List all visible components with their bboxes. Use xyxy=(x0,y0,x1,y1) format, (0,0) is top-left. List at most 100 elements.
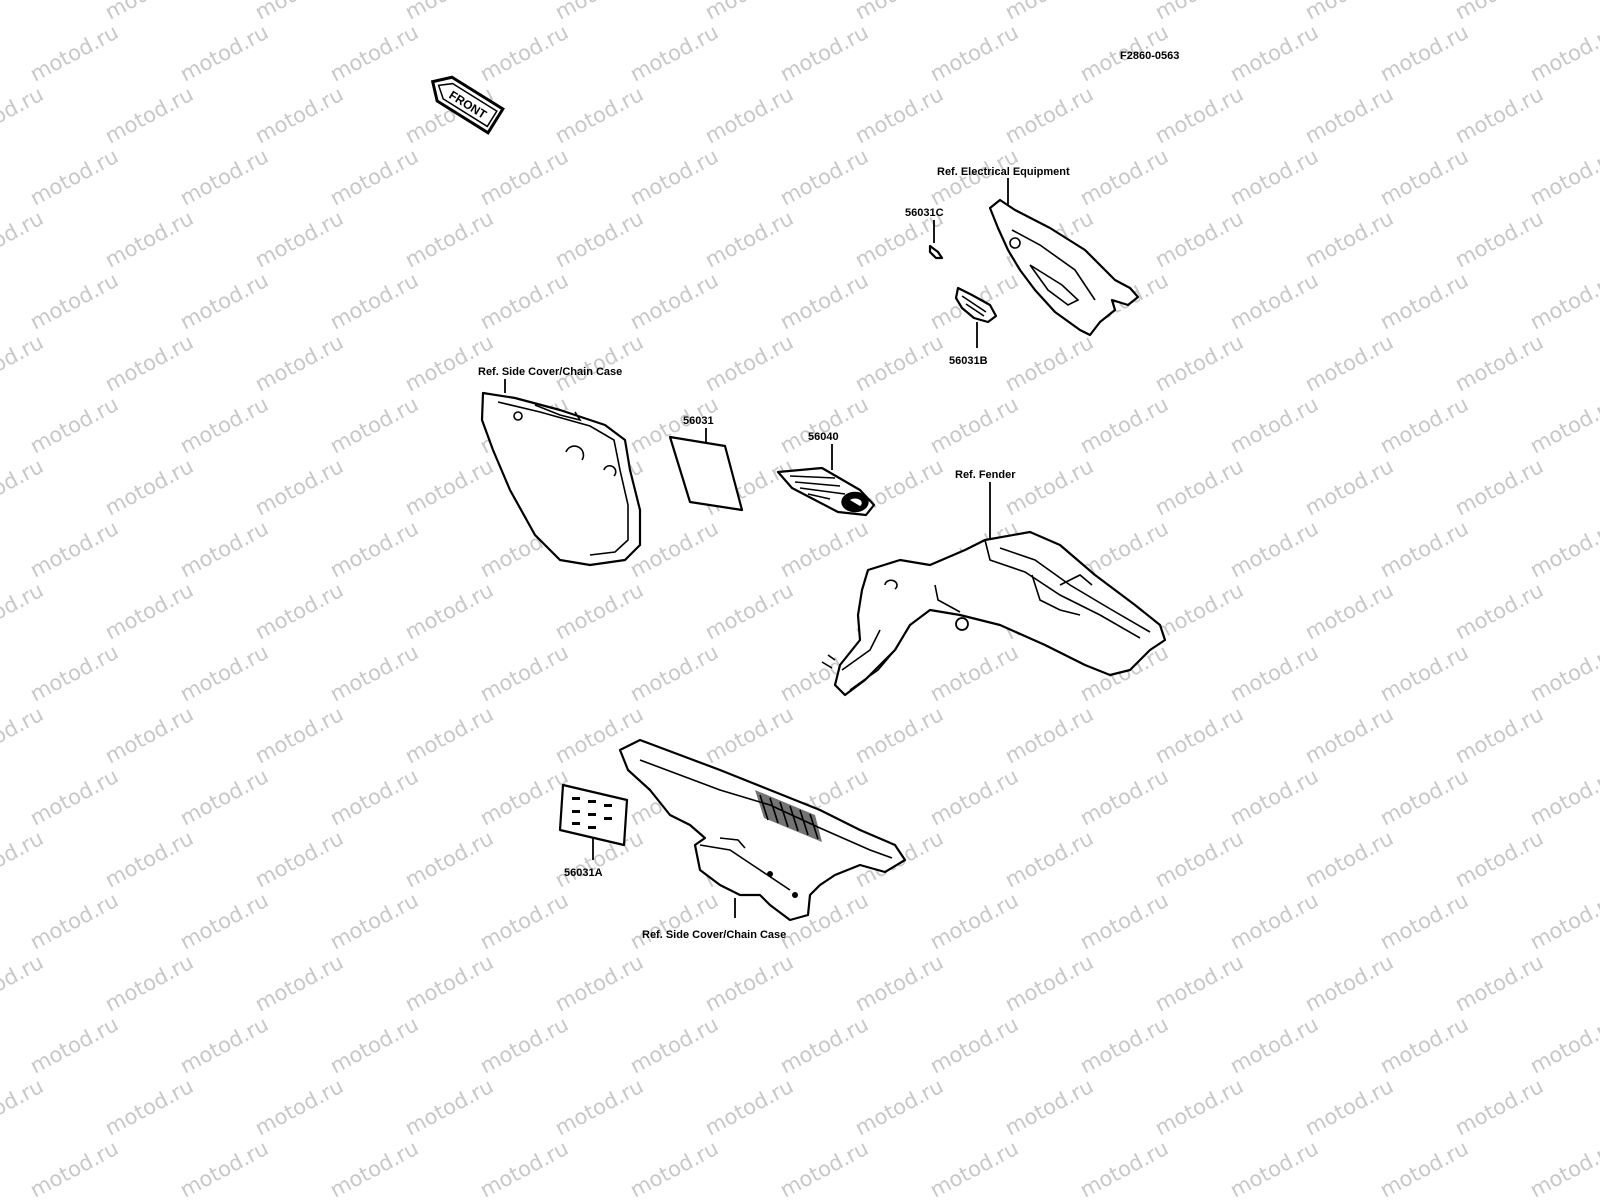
watermark-text: motod.ru xyxy=(0,950,47,1016)
watermark-text: motod.ru xyxy=(1076,764,1172,830)
watermark-text: motod.ru xyxy=(701,702,797,768)
watermark-text: motod.ru xyxy=(0,578,47,644)
watermark-text: motod.ru xyxy=(1451,702,1547,768)
watermark-text: motod.ru xyxy=(851,330,947,396)
watermark-text: motod.ru xyxy=(1376,516,1472,582)
label-56031b: 56031B xyxy=(949,355,988,367)
watermark-text: motod.ru xyxy=(326,268,422,334)
label-ref-fender: Ref. Fender xyxy=(955,469,1016,481)
watermark-text: motod.ru xyxy=(1376,20,1472,86)
watermark-text: motod.ru xyxy=(26,20,122,86)
watermark-text: motod.ru xyxy=(1526,1136,1600,1200)
watermark-text: motod.ru xyxy=(476,268,572,334)
watermark-text: motod.ru xyxy=(626,1136,722,1200)
watermark-text: motod.ru xyxy=(326,640,422,706)
watermark-text: motod.ru xyxy=(551,578,647,644)
watermark-text: motod.ru xyxy=(1076,888,1172,954)
watermark-text: motod.ru xyxy=(26,640,122,706)
watermark-text: motod.ru xyxy=(1226,20,1322,86)
watermark-text: motod.ru xyxy=(626,268,722,334)
watermark-text: motod.ru xyxy=(326,144,422,210)
watermark-text: motod.ru xyxy=(176,764,272,830)
watermark-text: motod.ru xyxy=(1301,454,1397,520)
watermark-text: motod.ru xyxy=(926,1136,1022,1200)
watermark-text: motod.ru xyxy=(701,0,797,24)
watermark-text: motod.ru xyxy=(251,826,347,892)
decal-56031b xyxy=(954,286,998,324)
watermark-text: motod.ru xyxy=(1076,392,1172,458)
watermark-text: motod.ru xyxy=(1376,888,1472,954)
watermark-text: motod.ru xyxy=(1526,888,1600,954)
watermark-text: motod.ru xyxy=(1301,0,1397,24)
watermark-text: motod.ru xyxy=(176,516,272,582)
watermark-text: motod.ru xyxy=(1226,640,1322,706)
watermark-text: motod.ru xyxy=(1376,268,1472,334)
chain-case xyxy=(618,738,907,922)
watermark-text: motod.ru xyxy=(701,578,797,644)
watermark-text: motod.ru xyxy=(1526,20,1600,86)
front-arrow-icon: FRONT xyxy=(430,75,505,135)
watermark-text: motod.ru xyxy=(1451,1074,1547,1140)
watermark-text: motod.ru xyxy=(626,20,722,86)
watermark-text: motod.ru xyxy=(776,1012,872,1078)
watermark-text: motod.ru xyxy=(401,702,497,768)
watermark-text: motod.ru xyxy=(1076,144,1172,210)
watermark-text: motod.ru xyxy=(1226,144,1322,210)
watermark-text: motod.ru xyxy=(1301,1074,1397,1140)
watermark-text: motod.ru xyxy=(1526,640,1600,706)
watermark-text: motod.ru xyxy=(701,206,797,272)
watermark-text: motod.ru xyxy=(176,1012,272,1078)
watermark-text: motod.ru xyxy=(1226,1012,1322,1078)
watermark-text: motod.ru xyxy=(476,1136,572,1200)
watermark-text: motod.ru xyxy=(1301,578,1397,644)
watermark-text: motod.ru xyxy=(1151,0,1247,24)
watermark-text: motod.ru xyxy=(926,888,1022,954)
watermark-text: motod.ru xyxy=(0,454,47,520)
watermark-text: motod.ru xyxy=(1526,1012,1600,1078)
watermark-text: motod.ru xyxy=(101,826,197,892)
watermark-text: motod.ru xyxy=(1001,82,1097,148)
watermark-text: motod.ru xyxy=(551,330,647,396)
watermark-text: motod.ru xyxy=(101,0,197,24)
watermark-text: motod.ru xyxy=(1451,578,1547,644)
watermark-text: motod.ru xyxy=(176,20,272,86)
watermark-text: motod.ru xyxy=(551,82,647,148)
watermark-text: motod.ru xyxy=(776,144,872,210)
watermark-text: motod.ru xyxy=(176,1136,272,1200)
watermark-text: motod.ru xyxy=(1376,1136,1472,1200)
watermark-text: motod.ru xyxy=(326,888,422,954)
watermark-text: motod.ru xyxy=(1451,330,1547,396)
watermark-text: motod.ru xyxy=(1376,1012,1472,1078)
watermark-text: motod.ru xyxy=(1376,640,1472,706)
watermark-text: motod.ru xyxy=(851,702,947,768)
watermark-text: motod.ru xyxy=(1151,1074,1247,1140)
watermark-text: motod.ru xyxy=(251,0,347,24)
watermark-text: motod.ru xyxy=(1001,330,1097,396)
rear-fender xyxy=(821,530,1167,697)
watermark-text: motod.ru xyxy=(626,144,722,210)
watermark-text: motod.ru xyxy=(476,144,572,210)
watermark-text: motod.ru xyxy=(701,82,797,148)
watermark-text: motod.ru xyxy=(1526,392,1600,458)
watermark-text: motod.ru xyxy=(626,640,722,706)
watermark-text: motod.ru xyxy=(1226,392,1322,458)
watermark-text: motod.ru xyxy=(401,578,497,644)
watermark-text: motod.ru xyxy=(1226,888,1322,954)
watermark-text: motod.ru xyxy=(1301,330,1397,396)
watermark-text: motod.ru xyxy=(1001,826,1097,892)
watermark-text: motod.ru xyxy=(1001,702,1097,768)
watermark-text: motod.ru xyxy=(776,516,872,582)
watermark-text: motod.ru xyxy=(626,888,722,954)
watermark-text: motod.ru xyxy=(851,1074,947,1140)
watermark-text: motod.ru xyxy=(851,82,947,148)
watermark-text: motod.ru xyxy=(26,764,122,830)
watermark-text: motod.ru xyxy=(626,1012,722,1078)
watermark-text: motod.ru xyxy=(1526,764,1600,830)
watermark-text: motod.ru xyxy=(1301,206,1397,272)
watermark-text: motod.ru xyxy=(401,330,497,396)
watermark-text: motod.ru xyxy=(26,1136,122,1200)
watermark-text: motod.ru xyxy=(1076,1136,1172,1200)
watermark-text: motod.ru xyxy=(1001,454,1097,520)
label-56040-sticker xyxy=(776,466,876,517)
